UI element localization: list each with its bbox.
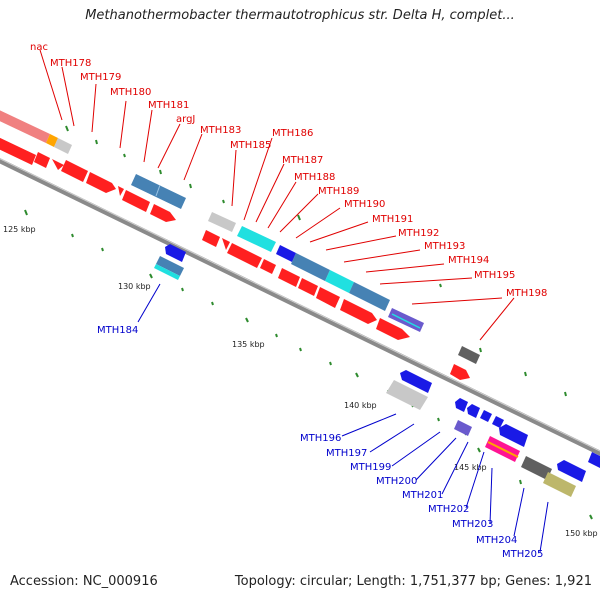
feature-cds-arrow-rev[interactable]	[492, 416, 504, 428]
feature-mth191-track[interactable]	[349, 282, 390, 311]
feature-mth184-arrow[interactable]	[165, 244, 186, 262]
label-mth181[interactable]: MTH181	[148, 100, 189, 111]
label-mth204[interactable]: MTH204	[476, 535, 517, 546]
label-mth189[interactable]: MTH189	[318, 186, 359, 197]
genome-info-text: Topology: circular; Length: 1,751,377 bp…	[234, 574, 592, 589]
tick-label-145kbp: 145 kbp	[454, 463, 487, 472]
label-mth192[interactable]: MTH192	[398, 228, 439, 239]
backbone	[0, 158, 600, 456]
label-mth198[interactable]: MTH198	[506, 288, 547, 299]
label-mth201[interactable]: MTH201	[402, 490, 443, 501]
feature-cds-arrow[interactable]	[0, 134, 36, 165]
feature-cds-arrow[interactable]	[52, 159, 64, 170]
feature-cds-arrow[interactable]	[150, 204, 176, 222]
feature-mth185-track[interactable]	[208, 212, 236, 232]
label-mth186[interactable]: MTH186	[272, 128, 313, 139]
feature-mth198-track[interactable]	[458, 346, 480, 364]
feature-orange-track[interactable]	[46, 134, 58, 147]
feature-mth205-track[interactable]	[543, 472, 576, 497]
label-mth178[interactable]: MTH178	[50, 58, 91, 69]
feature-cds-arrow[interactable]	[450, 364, 470, 380]
feature-cds-arrow[interactable]	[222, 238, 230, 250]
feature-cds-arrow[interactable]	[122, 190, 150, 212]
feature-mth204-arrow[interactable]	[499, 424, 528, 447]
feature-mth189-track[interactable]	[291, 253, 330, 281]
feature-cds-arrow[interactable]	[260, 259, 276, 274]
feature-cds-arrow[interactable]	[86, 172, 116, 193]
label-mth196[interactable]: MTH196	[300, 433, 341, 444]
feature-edge-arrow[interactable]	[588, 452, 600, 468]
forward-feature-track	[0, 108, 480, 380]
feature-mth190-track[interactable]	[325, 270, 354, 293]
label-mth188[interactable]: MTH188	[294, 172, 335, 183]
label-mth179[interactable]: MTH179	[80, 72, 121, 83]
label-mth200[interactable]: MTH200	[376, 476, 417, 487]
feature-cds-arrow[interactable]	[227, 243, 262, 268]
inner-tick-marks	[24, 209, 593, 520]
label-mth205[interactable]: MTH205	[502, 549, 543, 560]
label-mth193[interactable]: MTH193	[424, 241, 465, 252]
feature-cds-arrow[interactable]	[61, 160, 88, 182]
tick-label-150kbp: 150 kbp	[565, 529, 598, 538]
label-mth191[interactable]: MTH191	[372, 214, 413, 225]
tick-label-135kbp: 135 kbp	[232, 340, 265, 349]
feature-cds-arrow[interactable]	[376, 318, 410, 340]
label-mth194[interactable]: MTH194	[448, 255, 489, 266]
accession-text: Accession: NC_000916	[10, 574, 158, 589]
label-mth195[interactable]: MTH195	[474, 270, 515, 281]
label-mth190[interactable]: MTH190	[344, 199, 385, 210]
reverse-feature-track	[154, 244, 600, 497]
feature-mth196-arrow[interactable]	[400, 370, 432, 393]
label-argj[interactable]: argJ	[176, 114, 195, 125]
label-mth187[interactable]: MTH187	[282, 155, 323, 166]
feature-mth205-arrow[interactable]	[557, 460, 586, 482]
label-mth184[interactable]: MTH184	[97, 325, 138, 336]
tick-label-125kbp: 125 kbp	[3, 225, 36, 234]
feature-gray-track[interactable]	[54, 138, 72, 154]
label-mth197[interactable]: MTH197	[326, 448, 367, 459]
outer-tick-marks	[65, 125, 567, 397]
feature-mth188-track[interactable]	[276, 245, 296, 262]
feature-mth196-track[interactable]	[386, 380, 428, 410]
feature-nac-track[interactable]	[0, 108, 50, 143]
feature-mth204-track[interactable]	[521, 456, 552, 480]
feature-mth201-track[interactable]	[454, 420, 472, 436]
label-mth180[interactable]: MTH180	[110, 87, 151, 98]
label-mth183[interactable]: MTH183	[200, 125, 241, 136]
feature-cds-arrow[interactable]	[278, 268, 300, 287]
feature-cds-arrow[interactable]	[298, 278, 318, 296]
label-mth199[interactable]: MTH199	[350, 462, 391, 473]
tick-label-140kbp: 140 kbp	[344, 401, 377, 410]
map-title: Methanothermobacter thermautotrophicus s…	[85, 8, 515, 23]
feature-mth200-arrow[interactable]	[467, 404, 480, 418]
label-nac[interactable]: nac	[30, 42, 48, 53]
feature-cds-arrow[interactable]	[340, 299, 377, 324]
feature-cds-arrow[interactable]	[118, 186, 124, 196]
feature-mth184-track[interactable]	[156, 256, 184, 276]
reverse-leader-lines	[137, 283, 549, 553]
feature-cds-arrow-rev[interactable]	[480, 410, 492, 422]
feature-cds-arrow[interactable]	[34, 152, 50, 168]
feature-mth186-track[interactable]	[237, 226, 276, 252]
backbone-highlight	[0, 158, 600, 452]
feature-mth199-arrow[interactable]	[455, 398, 468, 412]
feature-cds-arrow[interactable]	[316, 287, 340, 308]
feature-cds-arrow[interactable]	[202, 230, 220, 247]
feature-mth184-track-2[interactable]	[154, 264, 180, 280]
feature-argj-track[interactable]	[131, 174, 186, 209]
forward-leader-lines	[39, 49, 515, 341]
label-mth203[interactable]: MTH203	[452, 519, 493, 530]
tick-label-130kbp: 130 kbp	[118, 282, 151, 291]
label-mth202[interactable]: MTH202	[428, 504, 469, 515]
label-mth185[interactable]: MTH185	[230, 140, 271, 151]
